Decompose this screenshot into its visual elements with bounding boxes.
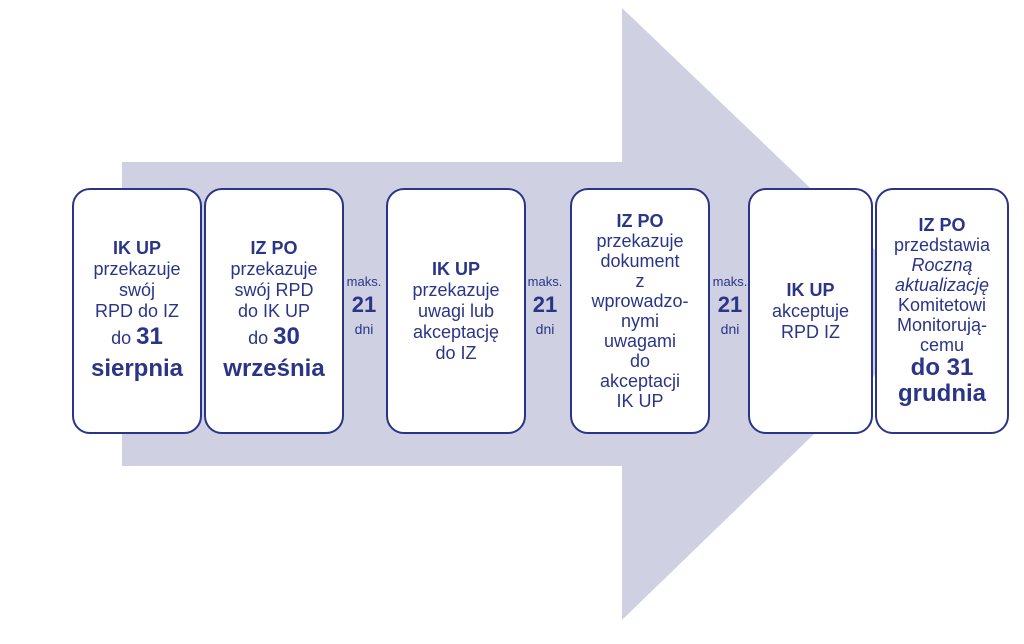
gap-3-prefix: maks. [712, 274, 748, 289]
step-4-line-1: przekazuje [596, 231, 684, 251]
gap-2-unit: dni [535, 321, 555, 337]
step-4-line-8: akceptacji [599, 371, 681, 391]
step-box-1: IK UP przekazuje swój RPD do IZ do 31 si… [72, 188, 202, 434]
step-4-actor: IZ PO [616, 211, 664, 231]
step-6-italic-line-2: aktualizację [894, 275, 990, 295]
gap-1: maks. 21 dni [344, 274, 384, 338]
step-box-6: IZ PO przedstawia Roczną aktualizację Ko… [875, 188, 1009, 434]
step-5-line-2: RPD IZ [780, 321, 840, 342]
gap-2-value: 21 [532, 292, 558, 317]
step-1-line-2: swój [118, 280, 155, 300]
step-2-line-2: swój RPD [234, 280, 314, 300]
step-6-actor: IZ PO [918, 215, 966, 235]
step-5-actor: IK UP [786, 279, 835, 300]
step-4-line-5: nymi [620, 311, 659, 331]
step-4-line-7: do [629, 351, 651, 371]
step-1-actor: IK UP [112, 238, 161, 258]
step-4-line-6: uwagami [603, 331, 677, 351]
step-4-line-3: z [635, 271, 645, 291]
gap-3-value: 21 [717, 292, 743, 317]
step-2-actor: IZ PO [250, 238, 298, 258]
step-3-line-4: do IZ [435, 342, 477, 363]
step-box-2: IZ PO przekazuje swój RPD do IK UP do 30… [204, 188, 344, 434]
step-6-line-after-1: Komitetowi [897, 295, 987, 315]
gap-1-prefix: maks. [346, 274, 382, 289]
step-6-line-after-2: Monitorują- [896, 315, 988, 335]
gap-2-prefix: maks. [527, 274, 563, 289]
step-1-line-1: przekazuje [93, 259, 181, 279]
step-box-5: IK UP akceptuje RPD IZ [748, 188, 873, 434]
arrow-shape [122, 8, 940, 620]
step-1-deadline-day: do 31 [111, 323, 163, 350]
step-2-line-1: przekazuje [230, 259, 318, 279]
step-2-deadline-month: września [223, 355, 325, 382]
step-2-deadline-day: do 30 [248, 323, 300, 350]
step-6-line-1: przedstawia [893, 235, 991, 255]
step-3-line-2: uwagi lub [417, 300, 495, 321]
step-3-actor: IK UP [431, 258, 480, 279]
step-4-line-9: IK UP [616, 391, 664, 411]
step-3-line-1: przekazuje [412, 279, 500, 300]
step-4-line-4: wprowadzo- [591, 291, 689, 311]
step-3-line-3: akceptację [412, 321, 500, 342]
step-6-line-after-3: cemu [919, 335, 964, 355]
step-6-italic-line-1: Roczną [911, 255, 973, 275]
step-box-3: IK UP przekazuje uwagi lub akceptację do… [386, 188, 526, 434]
step-4-line-2: dokument [600, 251, 680, 271]
step-2-line-3: do IK UP [237, 301, 311, 321]
step-5-line-1: akceptuje [771, 300, 850, 321]
gap-1-unit: dni [354, 321, 374, 337]
gap-1-value: 21 [351, 292, 377, 317]
step-6-deadline-line-2: grudnia [898, 380, 986, 407]
gap-3-unit: dni [720, 321, 740, 337]
gap-2: maks. 21 dni [525, 274, 565, 338]
step-box-4: IZ PO przekazuje dokument z wprowadzo- n… [570, 188, 710, 434]
gap-3: maks. 21 dni [709, 274, 751, 338]
step-1-deadline-month: sierpnia [90, 355, 184, 382]
step-1-line-3: RPD do IZ [94, 301, 180, 321]
step-6-deadline-line-1: do 31 [910, 354, 974, 381]
